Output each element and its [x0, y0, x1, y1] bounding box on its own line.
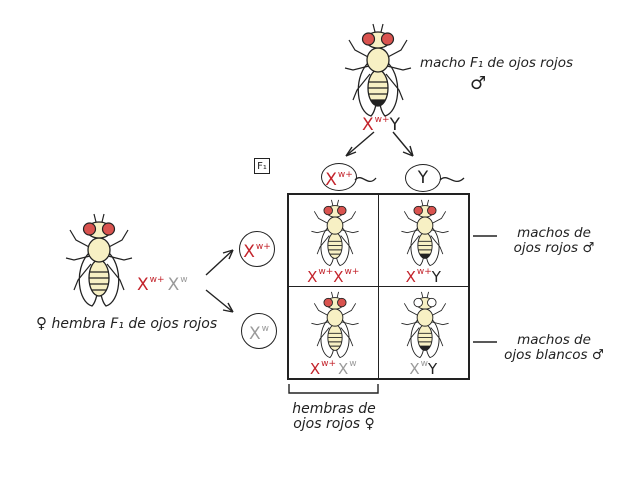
female-parent-fly-icon	[65, 213, 133, 307]
punnett-square: Xw+Xw+ Xw+Y Xw+Xw	[287, 193, 470, 380]
punnett-f1-label: F₁	[254, 158, 270, 174]
male-parent-fly-icon	[344, 23, 412, 117]
male-parent-symbol: ♂	[470, 73, 487, 94]
male-parent-right-eye	[380, 32, 395, 46]
red-eyed-females-annotation: hembras de ojos rojos ♀	[292, 401, 376, 432]
female-parent-symbol: ♀	[36, 314, 47, 332]
red-eyed-male-fly-icon	[400, 199, 449, 267]
red-eyed-females-symbol: ♀	[364, 416, 375, 432]
female-parent-right-eye	[101, 222, 116, 236]
male-gamete-y: Y	[405, 164, 441, 192]
female-gamete-x-wplus: Xw+	[239, 231, 275, 267]
female-gamete-x-w: Xw	[241, 313, 277, 349]
punnett-cell-female-carrier: Xw+Xw	[289, 286, 379, 378]
punnett-cell-male-white: XwY	[379, 287, 469, 379]
red-eyed-males-symbol: ♂	[582, 240, 595, 256]
cell-genotype: Xw+Xw	[309, 358, 357, 378]
male-parent-label: macho F₁ de ojos rojos	[420, 55, 574, 71]
white-eyed-males-symbol: ♂	[591, 347, 604, 363]
cell-genotype: XwY	[409, 358, 438, 378]
cell-genotype: Xw+Y	[405, 267, 441, 286]
white-eyed-male-fly-icon	[400, 290, 449, 358]
punnett-cell-female-red: Xw+Xw+	[289, 195, 379, 287]
male-parent-genotype: Xw+Y	[362, 115, 400, 135]
punnett-cell-male-red: Xw+Y	[378, 195, 468, 287]
female-parent-label: hembra F₁ de ojos rojos	[51, 316, 218, 332]
red-eyed-female-fly-icon	[310, 199, 360, 267]
red-eyed-female-fly-icon	[310, 290, 360, 358]
male-gamete-x-wplus: Xw+	[321, 163, 357, 191]
cell-genotype: Xw+Xw+	[307, 267, 360, 286]
female-parent-genotype: Xw+Xw	[137, 275, 188, 295]
female-parent-label-row: ♀ hembra F₁ de ojos rojos	[36, 316, 217, 332]
white-eyed-males-annotation: machos de ojos blancos ♂	[504, 332, 604, 363]
male-parent-left-eye	[361, 32, 376, 46]
female-parent-left-eye	[82, 222, 97, 236]
red-eyed-males-annotation: machos de ojos rojos ♂	[513, 225, 595, 256]
